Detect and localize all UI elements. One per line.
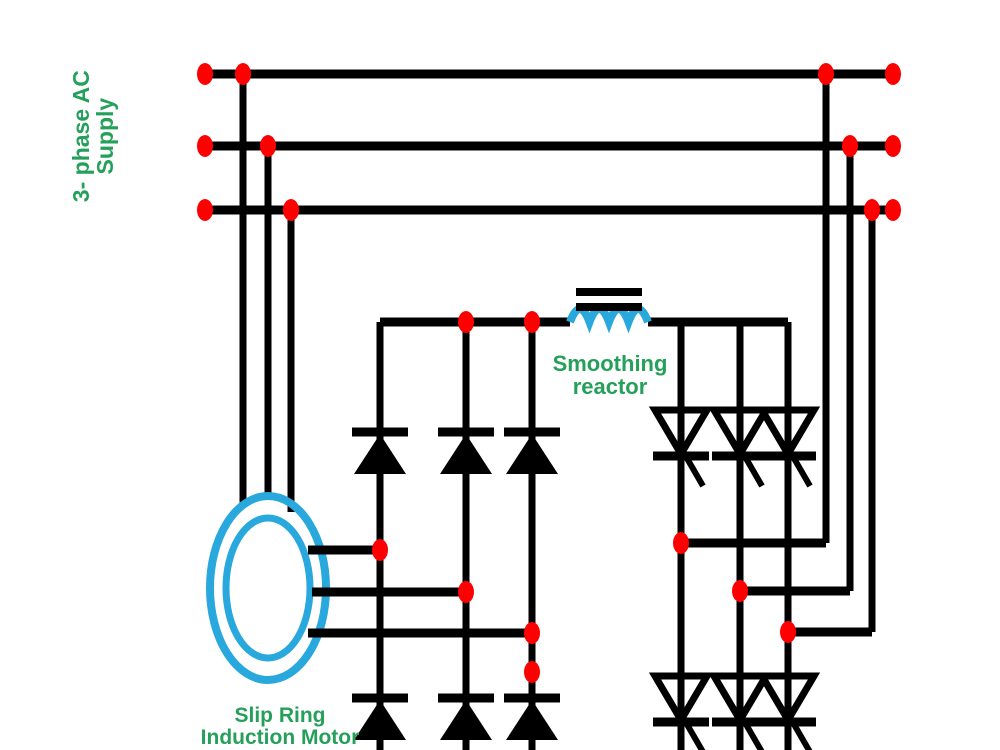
junction-node bbox=[732, 580, 748, 602]
junction-node bbox=[885, 63, 901, 85]
supply-label-line1: 3- phase AC bbox=[67, 70, 94, 203]
inverter-ac-taps bbox=[681, 538, 872, 637]
inverter-supply-feeders bbox=[822, 74, 876, 632]
rotor-leads bbox=[308, 545, 532, 638]
junction-nodes bbox=[197, 63, 901, 683]
junction-node bbox=[197, 63, 213, 85]
junction-node bbox=[372, 539, 388, 561]
junction-node bbox=[885, 199, 901, 221]
junction-node bbox=[197, 199, 213, 221]
diode-lower-c bbox=[504, 698, 560, 740]
rectifier-legs bbox=[376, 322, 536, 750]
supply-bus-lines bbox=[205, 69, 893, 215]
junction-node bbox=[818, 63, 834, 85]
motor-label: Slip Ring Induction Motor bbox=[185, 704, 375, 750]
stator-feed-lines bbox=[239, 74, 295, 512]
junction-node bbox=[458, 581, 474, 603]
inductor-coil-icon bbox=[566, 305, 652, 334]
junction-node bbox=[197, 135, 213, 157]
smoothing-reactor bbox=[566, 288, 652, 334]
diode-lower-b bbox=[438, 698, 494, 740]
diode-upper-c bbox=[504, 432, 560, 474]
reactor-label: Smoothing reactor bbox=[530, 352, 690, 398]
inverter-legs bbox=[677, 322, 792, 750]
junction-node bbox=[458, 311, 474, 333]
junction-node bbox=[842, 135, 858, 157]
motor-inner-circle bbox=[222, 514, 314, 662]
junction-node bbox=[235, 63, 251, 85]
junction-node bbox=[780, 621, 796, 643]
supply-label: 3- phase AC Supply bbox=[67, 31, 118, 241]
diode-upper-a bbox=[352, 432, 408, 474]
reactor-label-line2: reactor bbox=[572, 374, 648, 400]
motor-label-line2: Induction Motor bbox=[200, 726, 360, 750]
diode-upper-b bbox=[438, 432, 494, 474]
supply-label-line2: Supply bbox=[92, 97, 118, 175]
junction-node bbox=[864, 199, 880, 221]
junction-node bbox=[524, 661, 540, 683]
inverter-upper-thyristors bbox=[653, 410, 816, 486]
junction-node bbox=[524, 622, 540, 644]
motor-label-line1: Slip Ring bbox=[234, 704, 326, 727]
reactor-label-line1: Smoothing bbox=[552, 351, 668, 376]
slip-ring-induction-motor bbox=[206, 492, 330, 684]
junction-node bbox=[524, 311, 540, 333]
junction-node bbox=[283, 199, 299, 221]
inverter-lower-thyristors bbox=[653, 676, 816, 750]
junction-node bbox=[260, 135, 276, 157]
junction-node bbox=[885, 135, 901, 157]
junction-node bbox=[673, 532, 689, 554]
